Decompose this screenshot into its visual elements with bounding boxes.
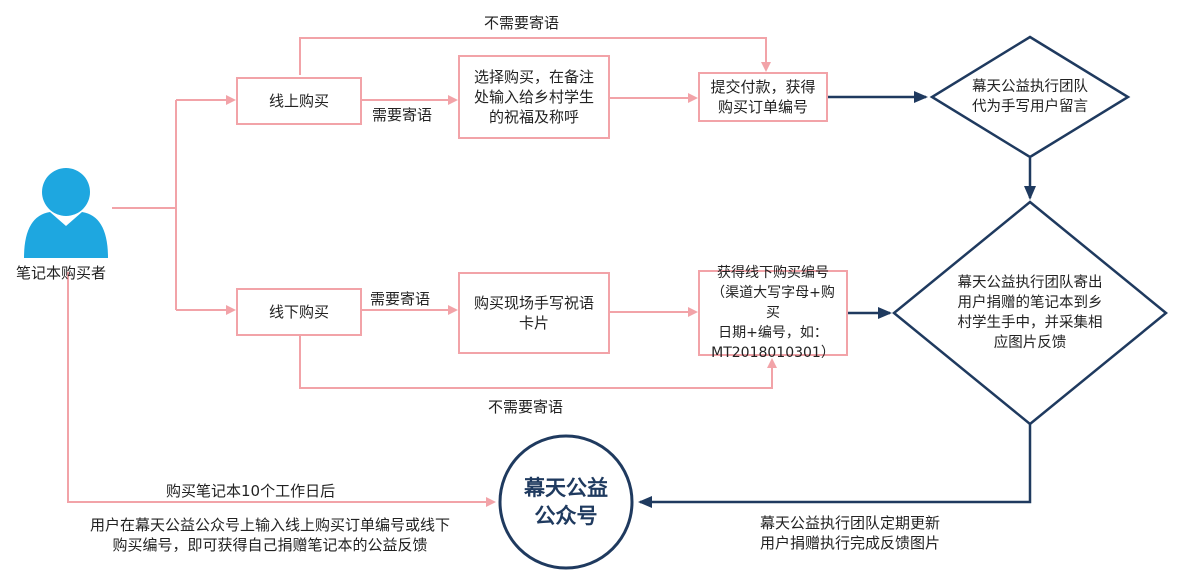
offline-purchase-box: 线下购买 [236,288,362,336]
online-need-msg-label: 需要寄语 [372,106,433,124]
online-choose-box: 选择购买，在备注 处输入给乡村学生 的祝福及称呼 [458,55,610,139]
offline-no-msg-arrow [299,336,777,389]
user-input-note: 用户在幕天公益公众号上输入线上购买订单编号或线下 购买编号，即可获得自己捐赠笔记… [90,516,451,554]
after-days-note: 购买笔记本10个工作日后 [166,482,336,500]
team-send-diamond [892,200,1168,426]
team-update-note: 幕天公益执行团队定期更新 用户捐赠执行完成反馈图片 [760,514,941,552]
send-to-account-arrow [638,424,1032,508]
team-send-text: 幕天公益执行团队寄出 用户捐赠的笔记本到乡 村学生手中，并采集相 应图片反馈 [957,275,1103,351]
offline-no-msg-label: 不需要寄语 [488,398,564,416]
official-account-circle [498,434,634,570]
buyer-to-account-arrow [67,272,496,507]
buyer-label: 笔记本购买者 [16,264,107,282]
online-no-msg-label: 不需要寄语 [484,14,560,32]
official-account-label: 幕天公益 公众号 [524,476,608,528]
offline-number-box: 获得线下购买编号 （渠道大写字母+购买 日期+编号，如： MT201801030… [698,265,848,361]
offline-card-box: 购买现场手写祝语 卡片 [458,272,610,354]
online-no-msg-arrow [299,37,771,75]
team-leave-msg-diamond [929,35,1131,159]
online-purchase-box: 线上购买 [236,77,362,125]
online-submit-box: 提交付款，获得 购买订单编号 [698,72,828,122]
offline-need-msg-label: 需要寄语 [370,290,431,308]
person-icon [24,168,108,258]
team-leave-msg-text: 幕天公益执行团队 代为手写用户留言 [972,79,1088,115]
